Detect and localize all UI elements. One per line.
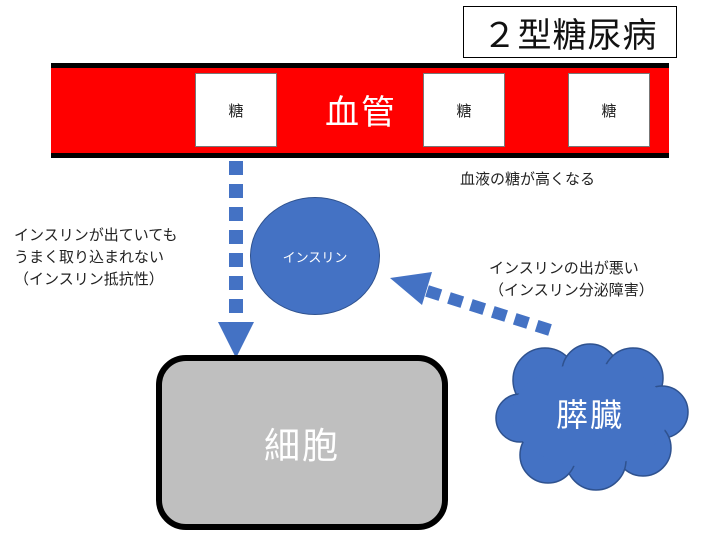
- sugar-box-3: 糖: [568, 73, 650, 147]
- blood-vessel: [51, 63, 669, 158]
- insulin-secretion-line-2: （インスリン分泌障害）: [489, 281, 654, 299]
- insulin-resistance-line-2: うまく取り込まれない: [14, 248, 165, 266]
- pancreas-to-insulin-arrow: [390, 272, 552, 336]
- cell-box: 細胞: [156, 355, 448, 530]
- sugar-box-2: 糖: [423, 73, 505, 147]
- blood-vessel-label: 血管: [325, 92, 397, 133]
- insulin-resistance-line-1: インスリンが出ていても: [14, 226, 178, 244]
- insulin-secretion-line-1: インスリンの出が悪い: [489, 259, 639, 277]
- sugar-box-1: 糖: [195, 73, 277, 147]
- insulin-resistance-caption: インスリンが出ていても うまく取り込まれない （インスリン抵抗性）: [14, 224, 178, 290]
- insulin-circle: インスリン: [250, 197, 380, 315]
- page-title: ２型糖尿病: [463, 6, 677, 58]
- pancreas-label: 膵臓: [555, 396, 624, 434]
- sugar-to-cell-arrow: [218, 161, 254, 358]
- blood-sugar-caption: 血液の糖が高くなる: [460, 170, 596, 188]
- insulin-resistance-line-3: （インスリン抵抗性）: [14, 270, 164, 288]
- insulin-secretion-caption: インスリンの出が悪い （インスリン分泌障害）: [489, 257, 654, 301]
- pancreas-cloud: [495, 343, 689, 491]
